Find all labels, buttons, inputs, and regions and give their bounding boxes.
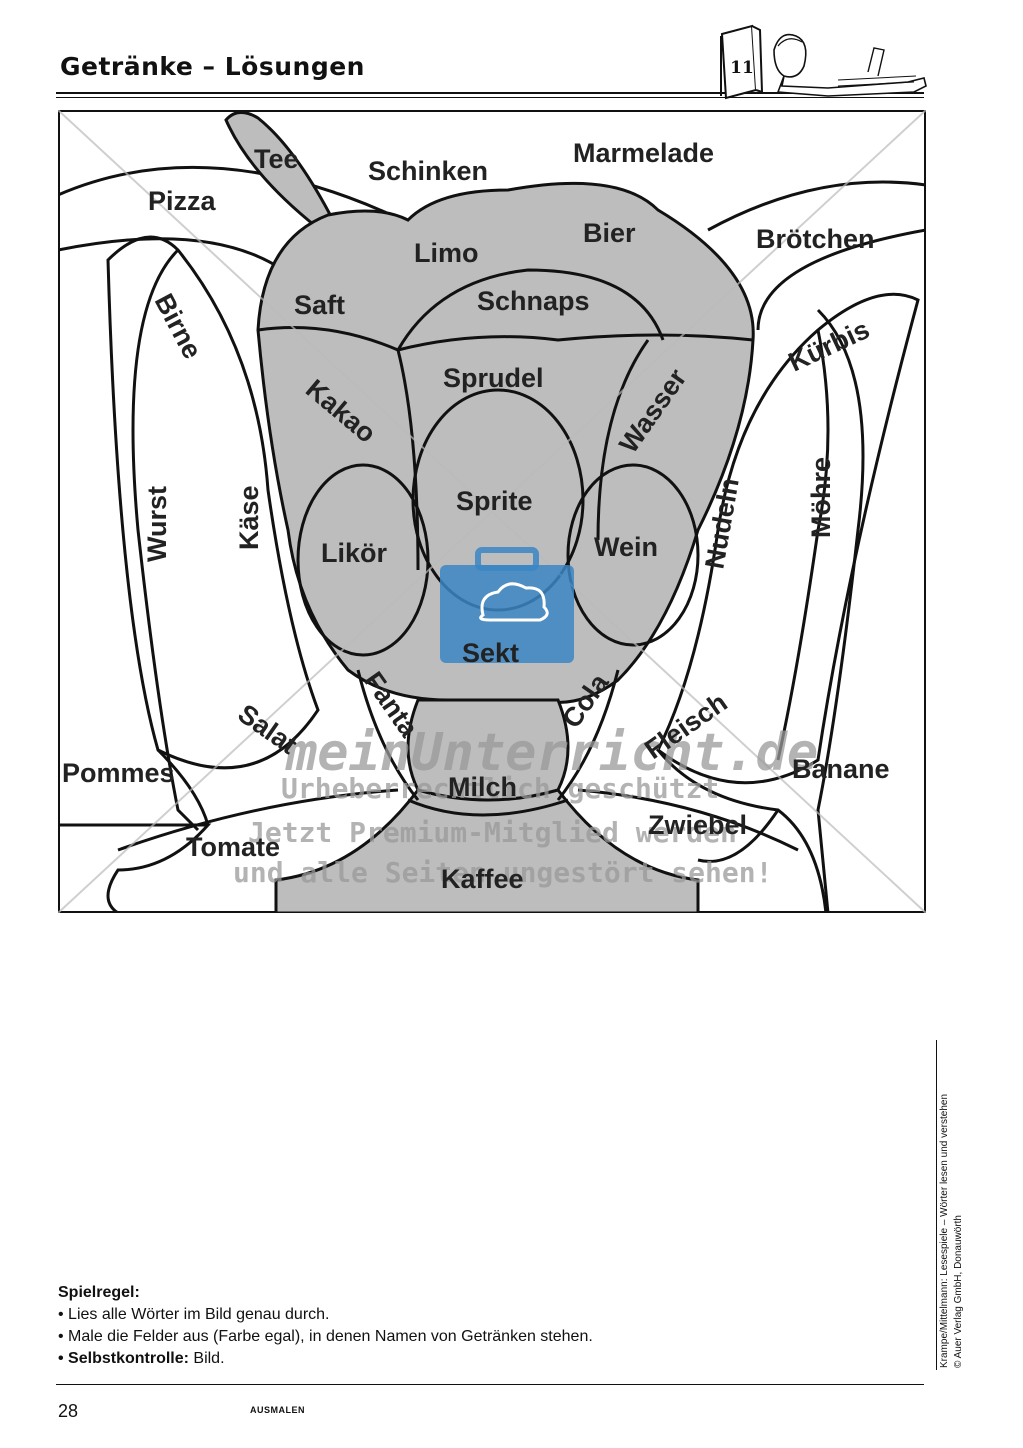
word-sprite: Sprite	[456, 486, 533, 516]
word-wein: Wein	[594, 532, 658, 562]
word-pizza: Pizza	[148, 186, 217, 216]
publisher-credits: Krampe/Mittelmann: Lesespiele – Wörter l…	[938, 1068, 972, 1368]
coloring-picture: meinUnterricht.de Urheberrechtlich gesch…	[58, 110, 926, 913]
field-milch-kaffee	[274, 698, 700, 913]
head-line-2	[396, 268, 665, 351]
rules-bullet-3-text: Bild.	[188, 1350, 225, 1367]
field-likoer	[296, 463, 430, 657]
field-milch-line	[407, 788, 569, 817]
rules-bullet-2: • Male die Felder aus (Farbe egal), in d…	[58, 1328, 593, 1345]
title-divider-thin	[56, 97, 924, 98]
word-sprudel: Sprudel	[443, 363, 544, 393]
outline-bottom-right	[656, 749, 828, 913]
head-line-5	[356, 669, 620, 801]
word-pommes: Pommes	[62, 758, 175, 788]
credits-divider	[936, 1040, 937, 1370]
svg-text:Urheberrechtlich geschützt: Urheberrechtlich geschützt	[281, 772, 719, 805]
cloud-icon	[479, 582, 549, 622]
head-line-4	[596, 339, 650, 541]
credit-line-1: Krampe/Mittelmann: Lesespiele – Wörter l…	[939, 1093, 950, 1368]
word-limo: Limo	[414, 238, 479, 268]
svg-text:meinUnterricht.de: meinUnterricht.de	[285, 723, 818, 783]
outline-left-stem	[131, 248, 200, 832]
outline-left-petal	[106, 235, 320, 770]
briefcase-icon	[440, 565, 574, 663]
page-number: 28	[58, 1401, 79, 1421]
word-moehre: Möhre	[806, 457, 836, 538]
section-label: AUSMALEN	[250, 1405, 305, 1415]
outline-right-leaf	[707, 180, 926, 331]
word-wurst: Wurst	[142, 486, 172, 562]
word-sekt: Sekt	[462, 638, 519, 668]
watermark: meinUnterricht.de Urheberrechtlich gesch…	[58, 110, 926, 913]
svg-text:Jetzt Premium-Mitglied werden: Jetzt Premium-Mitglied werden	[248, 816, 737, 849]
word-saft: Saft	[294, 290, 345, 320]
outline-right-petal	[656, 292, 920, 785]
outline-left-leaf	[58, 165, 399, 272]
word-tee: Tee	[254, 144, 299, 174]
word-kaffee: Kaffee	[441, 864, 524, 894]
rules-heading: Spielregel:	[58, 1284, 140, 1301]
word-marmelade: Marmelade	[573, 138, 714, 168]
word-broetchen: Brötchen	[756, 224, 875, 254]
word-banane: Banane	[792, 754, 890, 784]
outline-bottom-left	[58, 748, 212, 913]
word-tomate: Tomate	[186, 832, 280, 862]
svg-text:und alle Seiten ungestört sehe: und alle Seiten ungestört sehen!	[233, 856, 772, 889]
rules-bullet-3: • Selbstkontrolle: Bild.	[58, 1348, 918, 1370]
word-milch: Milch	[448, 772, 517, 802]
word-schinken: Schinken	[368, 156, 488, 186]
title-divider	[56, 92, 924, 94]
field-wein	[566, 463, 700, 647]
rules-bullet-1: • Lies alle Wörter im Bild genau durch.	[58, 1306, 330, 1323]
rules-bullet-3-label: • Selbstkontrolle:	[58, 1350, 189, 1367]
page-title: Getränke – Lösungen	[60, 52, 365, 81]
reading-child-icon	[720, 24, 927, 100]
word-bier: Bier	[583, 218, 636, 248]
credit-line-2: © Auer Verlag GmbH, Donauwörth	[953, 1215, 964, 1368]
outline-right-stem	[776, 329, 830, 761]
outline-ground	[117, 788, 799, 852]
page-badge: 11	[730, 58, 754, 78]
outline-right-outer	[816, 308, 865, 913]
game-rules: Spielregel: • Lies alle Wörter im Bild g…	[58, 1282, 918, 1370]
word-schnaps: Schnaps	[477, 286, 590, 316]
word-zwiebel: Zwiebel	[648, 810, 747, 840]
footer-divider	[56, 1384, 924, 1385]
word-likoer: Likör	[321, 538, 388, 568]
word-kaese: Käse	[234, 485, 264, 550]
